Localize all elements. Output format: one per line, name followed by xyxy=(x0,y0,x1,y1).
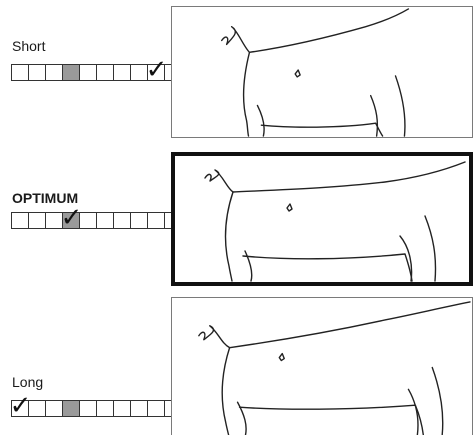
animal-outline-drawing xyxy=(172,7,472,137)
scale-cell xyxy=(12,65,29,81)
rating-scale-graphic: ✓ xyxy=(11,63,183,81)
rating-scale-short: ✓ xyxy=(11,63,183,81)
rating-scale-optimum: ✓ xyxy=(11,211,183,229)
scale-cell xyxy=(131,401,148,417)
row-label-long: Long xyxy=(12,374,43,390)
animal-side-view-optimum xyxy=(171,152,473,286)
check-mark-icon: ✓ xyxy=(146,55,168,85)
row-label-short: Short xyxy=(12,38,45,54)
scale-cell xyxy=(131,213,148,229)
scale-cell xyxy=(29,65,46,81)
animal-side-view-short xyxy=(171,6,473,138)
scale-cell xyxy=(97,401,114,417)
scale-cell-shaded xyxy=(63,65,80,81)
scale-cell xyxy=(114,213,131,229)
rating-scale-graphic: ✓ xyxy=(11,211,183,229)
scale-cell xyxy=(80,65,97,81)
scale-cell xyxy=(80,401,97,417)
scale-cell xyxy=(148,213,165,229)
scale-cell xyxy=(46,401,63,417)
scale-cell xyxy=(46,65,63,81)
rating-scale-long: ✓ xyxy=(11,399,183,417)
scale-cell xyxy=(97,65,114,81)
scale-cell xyxy=(29,213,46,229)
scale-cell xyxy=(114,401,131,417)
animal-outline-drawing xyxy=(175,156,469,282)
check-mark-icon: ✓ xyxy=(61,203,83,233)
animal-side-view-long xyxy=(171,297,473,435)
animal-outline-drawing xyxy=(172,298,472,435)
scale-cell-shaded xyxy=(63,401,80,417)
scale-cell xyxy=(114,65,131,81)
check-mark-icon: ✓ xyxy=(10,391,32,421)
scale-cell xyxy=(12,213,29,229)
scale-cell xyxy=(97,213,114,229)
scale-cell xyxy=(148,401,165,417)
rating-scale-graphic: ✓ xyxy=(11,399,183,417)
